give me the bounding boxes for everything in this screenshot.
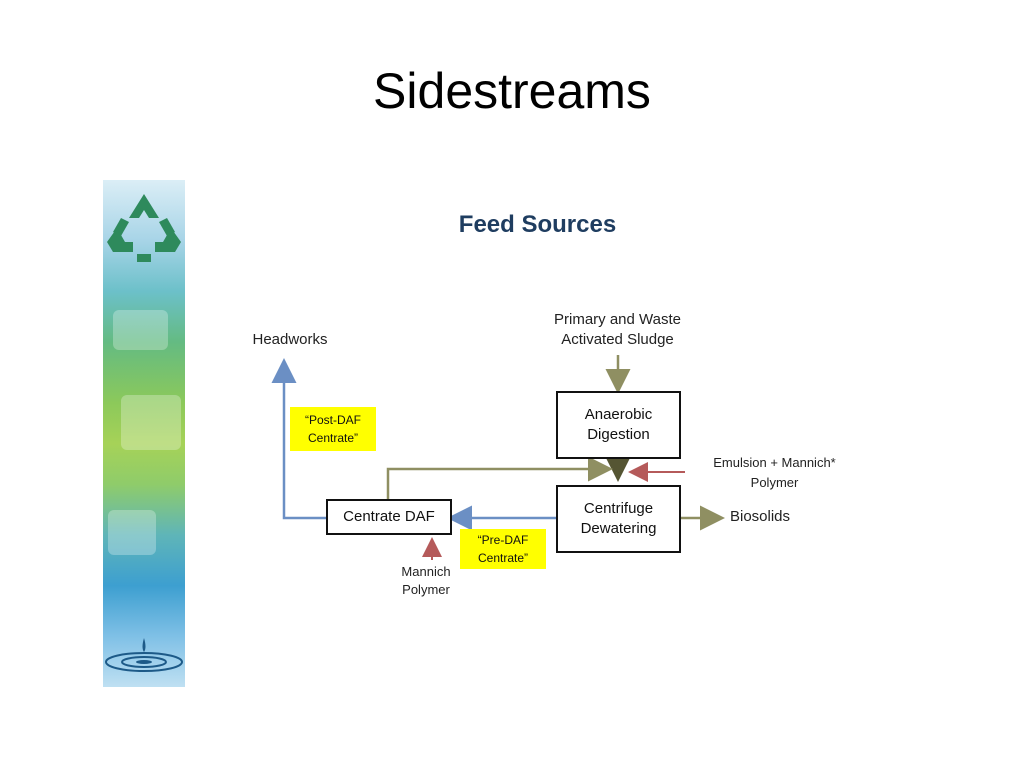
diagram-connectors bbox=[271, 355, 725, 560]
note-pre-daf-centrate: “Pre-DAF Centrate” bbox=[460, 529, 546, 569]
banner-tile bbox=[108, 510, 156, 555]
label-mannich-polymer: Mannich Polymer bbox=[401, 564, 451, 597]
recycle-icon bbox=[107, 194, 181, 262]
note-post-daf-centrate: “Post-DAF Centrate” bbox=[290, 407, 376, 451]
box-centrifuge-dewatering: Centrifuge Dewatering bbox=[556, 485, 681, 553]
label-biosolids: Biosolids bbox=[730, 508, 791, 525]
decorative-banner bbox=[103, 180, 185, 687]
banner-tile bbox=[121, 395, 181, 450]
label-headworks: Headworks bbox=[252, 331, 328, 348]
feed-sources-diagram: Feed Sources Headworks Primary and Waste… bbox=[230, 195, 870, 615]
arrow-daf-recycle bbox=[386, 456, 613, 499]
water-drop-icon bbox=[105, 638, 183, 672]
slide-title: Sidestreams bbox=[373, 63, 651, 119]
diagram-heading: Feed Sources bbox=[458, 211, 617, 238]
arrow-post-daf-to-headworks bbox=[271, 358, 326, 520]
box-anaerobic-digestion: Anaerobic Digestion bbox=[556, 391, 681, 459]
banner-tile bbox=[113, 310, 168, 350]
box-centrate-daf: Centrate DAF bbox=[326, 499, 452, 535]
label-sludge-source: Primary and Waste Activated Sludge bbox=[554, 311, 681, 348]
label-emulsion-polymer: Emulsion + Mannich* Polymer bbox=[713, 455, 836, 490]
